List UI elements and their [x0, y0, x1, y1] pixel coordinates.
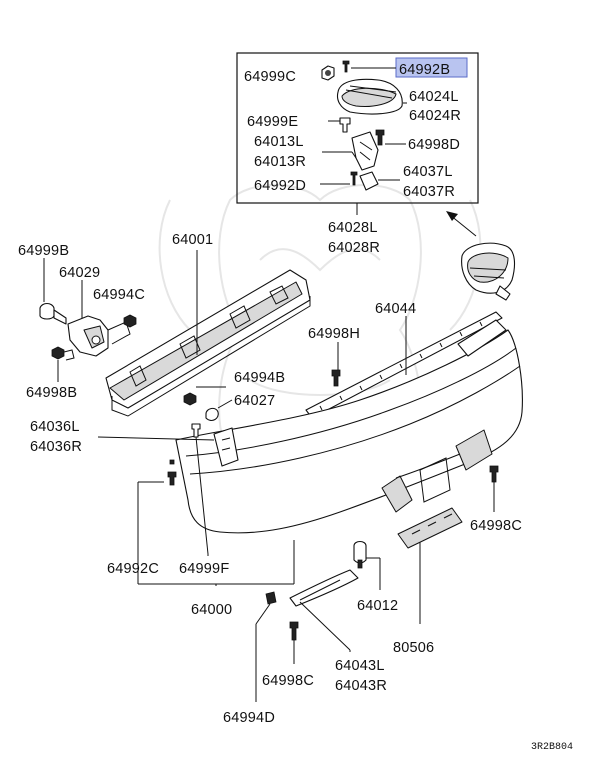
- label-64992B[interactable]: 64992B: [399, 62, 450, 78]
- label-64999C[interactable]: 64999C: [244, 69, 296, 85]
- lamp-assembly-icon[interactable]: [461, 242, 516, 301]
- label-64013L[interactable]: 64013L: [254, 134, 304, 150]
- label-64998H[interactable]: 64998H: [308, 326, 360, 342]
- pin-icon[interactable]: [39, 302, 67, 325]
- label-64013R[interactable]: 64013R: [254, 154, 306, 170]
- label-64037R[interactable]: 64037R: [403, 184, 455, 200]
- arrow-icon: [446, 211, 477, 237]
- label-64024R[interactable]: 64024R: [409, 108, 461, 124]
- clip-icon[interactable]: [321, 65, 335, 81]
- label-64994B[interactable]: 64994B: [234, 370, 285, 386]
- label-64998B[interactable]: 64998B: [26, 385, 77, 401]
- screw-icon[interactable]: [350, 171, 358, 186]
- clip-icon[interactable]: [191, 423, 201, 438]
- label-64994D[interactable]: 64994D: [223, 710, 275, 726]
- screw-icon[interactable]: [342, 60, 350, 73]
- label-64029[interactable]: 64029: [59, 265, 100, 281]
- label-64028L[interactable]: 64028L: [328, 220, 378, 236]
- bolt-icon[interactable]: [51, 346, 75, 361]
- lamp-housing-icon[interactable]: [336, 78, 403, 115]
- bolt-icon[interactable]: [331, 369, 341, 387]
- bracket-icon[interactable]: [351, 131, 379, 171]
- label-64043L[interactable]: 64043L: [335, 658, 385, 674]
- bracket-icon[interactable]: [397, 507, 463, 549]
- label-64044[interactable]: 64044: [375, 301, 416, 317]
- screw-icon[interactable]: [169, 459, 175, 465]
- label-64036L[interactable]: 64036L: [30, 419, 80, 435]
- bolt-icon[interactable]: [375, 129, 385, 146]
- diagram-code: 3R2B804: [531, 742, 573, 753]
- reinforcement-bar-icon[interactable]: [105, 269, 311, 417]
- stay-icon[interactable]: [289, 569, 359, 607]
- clip-icon[interactable]: [265, 591, 277, 605]
- label-64000[interactable]: 64000: [191, 602, 232, 618]
- label-64999B[interactable]: 64999B: [18, 243, 69, 259]
- clip-icon[interactable]: [167, 471, 177, 486]
- nut-icon[interactable]: [183, 392, 197, 406]
- label-64999E[interactable]: 64999E: [247, 114, 298, 130]
- label-64999F[interactable]: 64999F: [179, 561, 229, 577]
- label-80506[interactable]: 80506: [393, 640, 434, 656]
- label-64028R[interactable]: 64028R: [328, 240, 380, 256]
- label-64992D[interactable]: 64992D: [254, 178, 306, 194]
- label-64998C-right[interactable]: 64998C: [470, 518, 522, 534]
- label-64998D[interactable]: 64998D: [408, 137, 460, 153]
- label-64037L[interactable]: 64037L: [403, 164, 453, 180]
- label-64994C[interactable]: 64994C: [93, 287, 145, 303]
- label-64036R[interactable]: 64036R: [30, 439, 82, 455]
- label-64043R[interactable]: 64043R: [335, 678, 387, 694]
- clip-icon[interactable]: [339, 117, 351, 133]
- bolt-icon[interactable]: [489, 465, 499, 483]
- spacer-icon[interactable]: [205, 407, 219, 421]
- pin-icon[interactable]: [353, 540, 367, 569]
- label-64998C-bottom[interactable]: 64998C: [262, 673, 314, 689]
- bracket-icon[interactable]: [213, 427, 239, 467]
- nut-icon[interactable]: [123, 314, 137, 328]
- label-64024L[interactable]: 64024L: [409, 89, 459, 105]
- label-64992C[interactable]: 64992C: [107, 561, 159, 577]
- bracket-assembly-icon[interactable]: [67, 315, 131, 357]
- label-64027[interactable]: 64027: [234, 393, 275, 409]
- label-64001[interactable]: 64001: [172, 232, 213, 248]
- label-64012[interactable]: 64012: [357, 598, 398, 614]
- bolt-icon[interactable]: [289, 621, 299, 641]
- bracket-icon[interactable]: [359, 171, 379, 191]
